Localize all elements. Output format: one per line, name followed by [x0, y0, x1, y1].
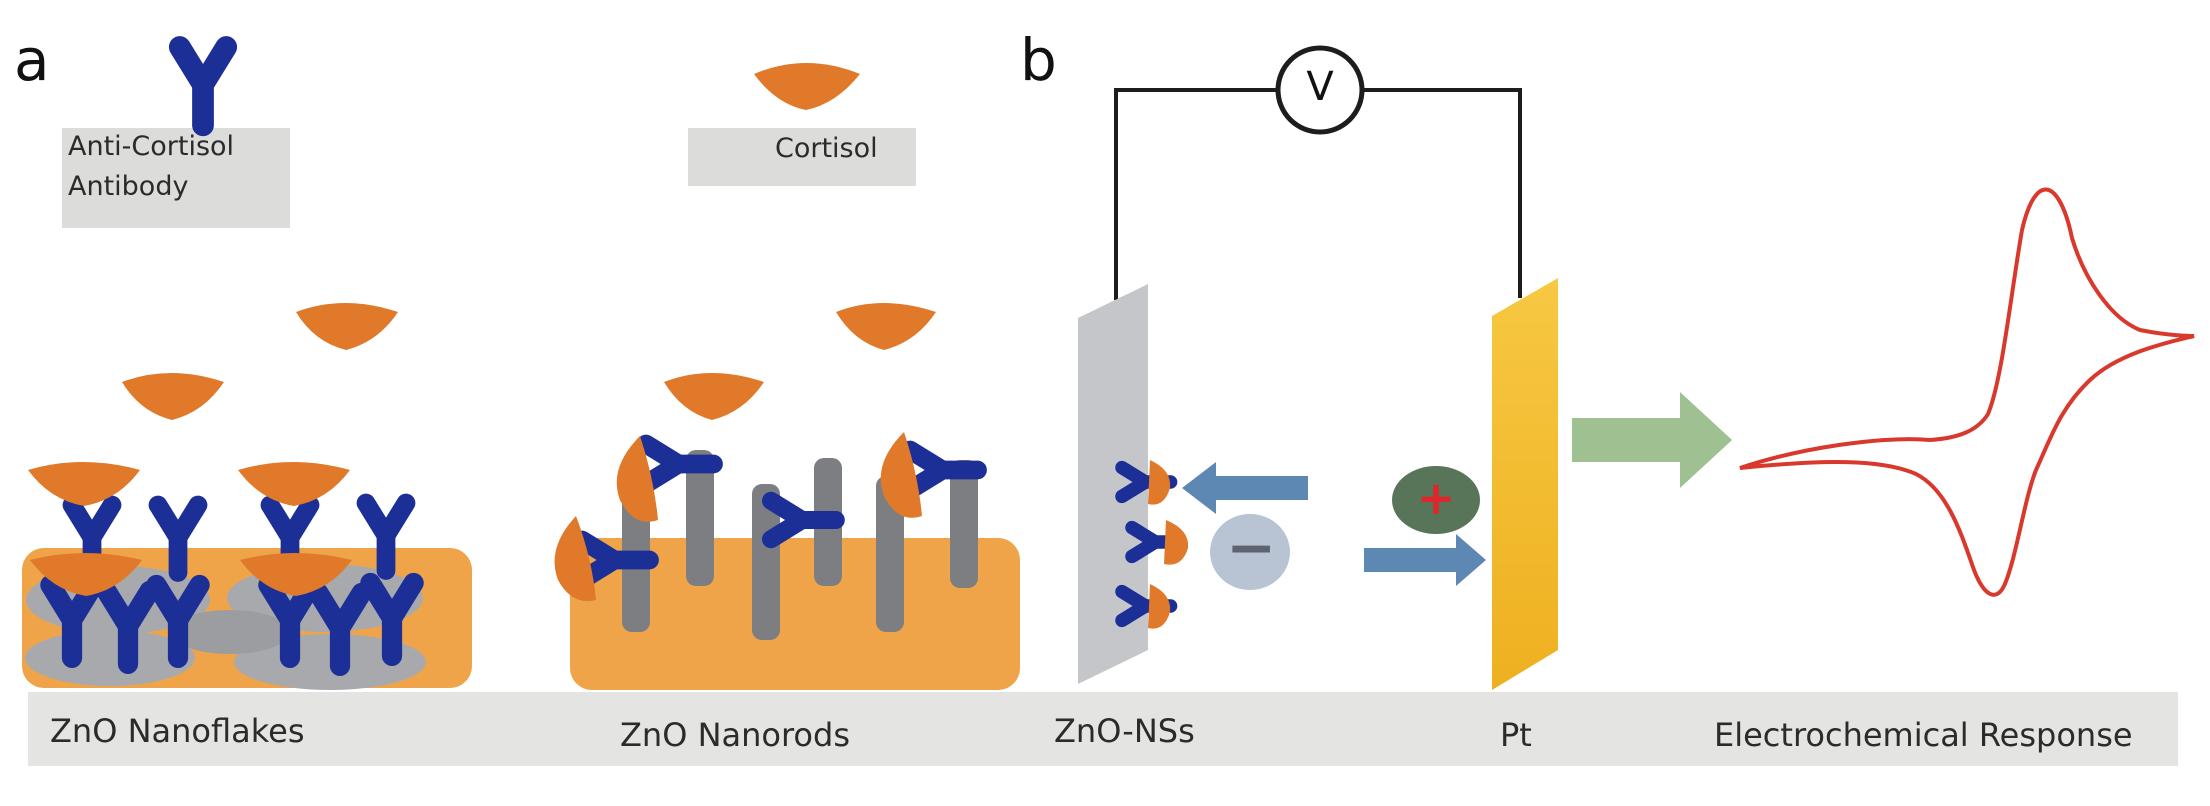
- arrow-to-response: [1572, 392, 1732, 488]
- antibody-legend-icon: [180, 47, 226, 125]
- panel-a-label: a: [14, 26, 50, 94]
- zno-electrode: [1078, 284, 1148, 684]
- cortisol-legend-box: [688, 128, 916, 186]
- voltmeter-circle: [1275, 45, 1365, 135]
- pt-label: Pt: [1500, 716, 1532, 754]
- electrode-antibodies: [1122, 460, 1189, 629]
- nanorods-assembly: [554, 303, 1020, 690]
- antibody-legend-box: [62, 128, 290, 228]
- positive-ion-symbol: +: [1416, 471, 1456, 525]
- arrow-to-pt: [1364, 534, 1486, 586]
- electrochemical-response-label: Electrochemical Response: [1714, 716, 2133, 754]
- cv-curve: [1739, 187, 2195, 597]
- cortisol-legend-label: Cortisol: [775, 133, 878, 164]
- zno-nss-label: ZnO-NSs: [1054, 712, 1195, 750]
- voltmeter-label: V: [1306, 64, 1334, 110]
- arrow-to-zno: [1182, 462, 1308, 514]
- base-bar: [28, 692, 2178, 766]
- nanorods-label: ZnO Nanorods: [620, 716, 850, 754]
- antibody-legend-label-line1: Anti-Cortisol: [68, 131, 235, 162]
- nanoflakes-assembly: [22, 303, 472, 690]
- nanorods-substrate: [570, 538, 1020, 690]
- cortisol-legend-icon: [754, 63, 860, 110]
- positive-ion: [1392, 466, 1480, 534]
- circuit-wire: [1114, 88, 1522, 300]
- negative-ion-symbol: −: [1226, 513, 1277, 583]
- nanoflakes-label: ZnO Nanoflakes: [50, 712, 305, 750]
- pt-electrode: [1492, 278, 1558, 690]
- panel-b-label: b: [1020, 26, 1057, 94]
- antibody-legend-label-line2: Antibody: [68, 171, 189, 202]
- negative-ion: [1210, 514, 1290, 590]
